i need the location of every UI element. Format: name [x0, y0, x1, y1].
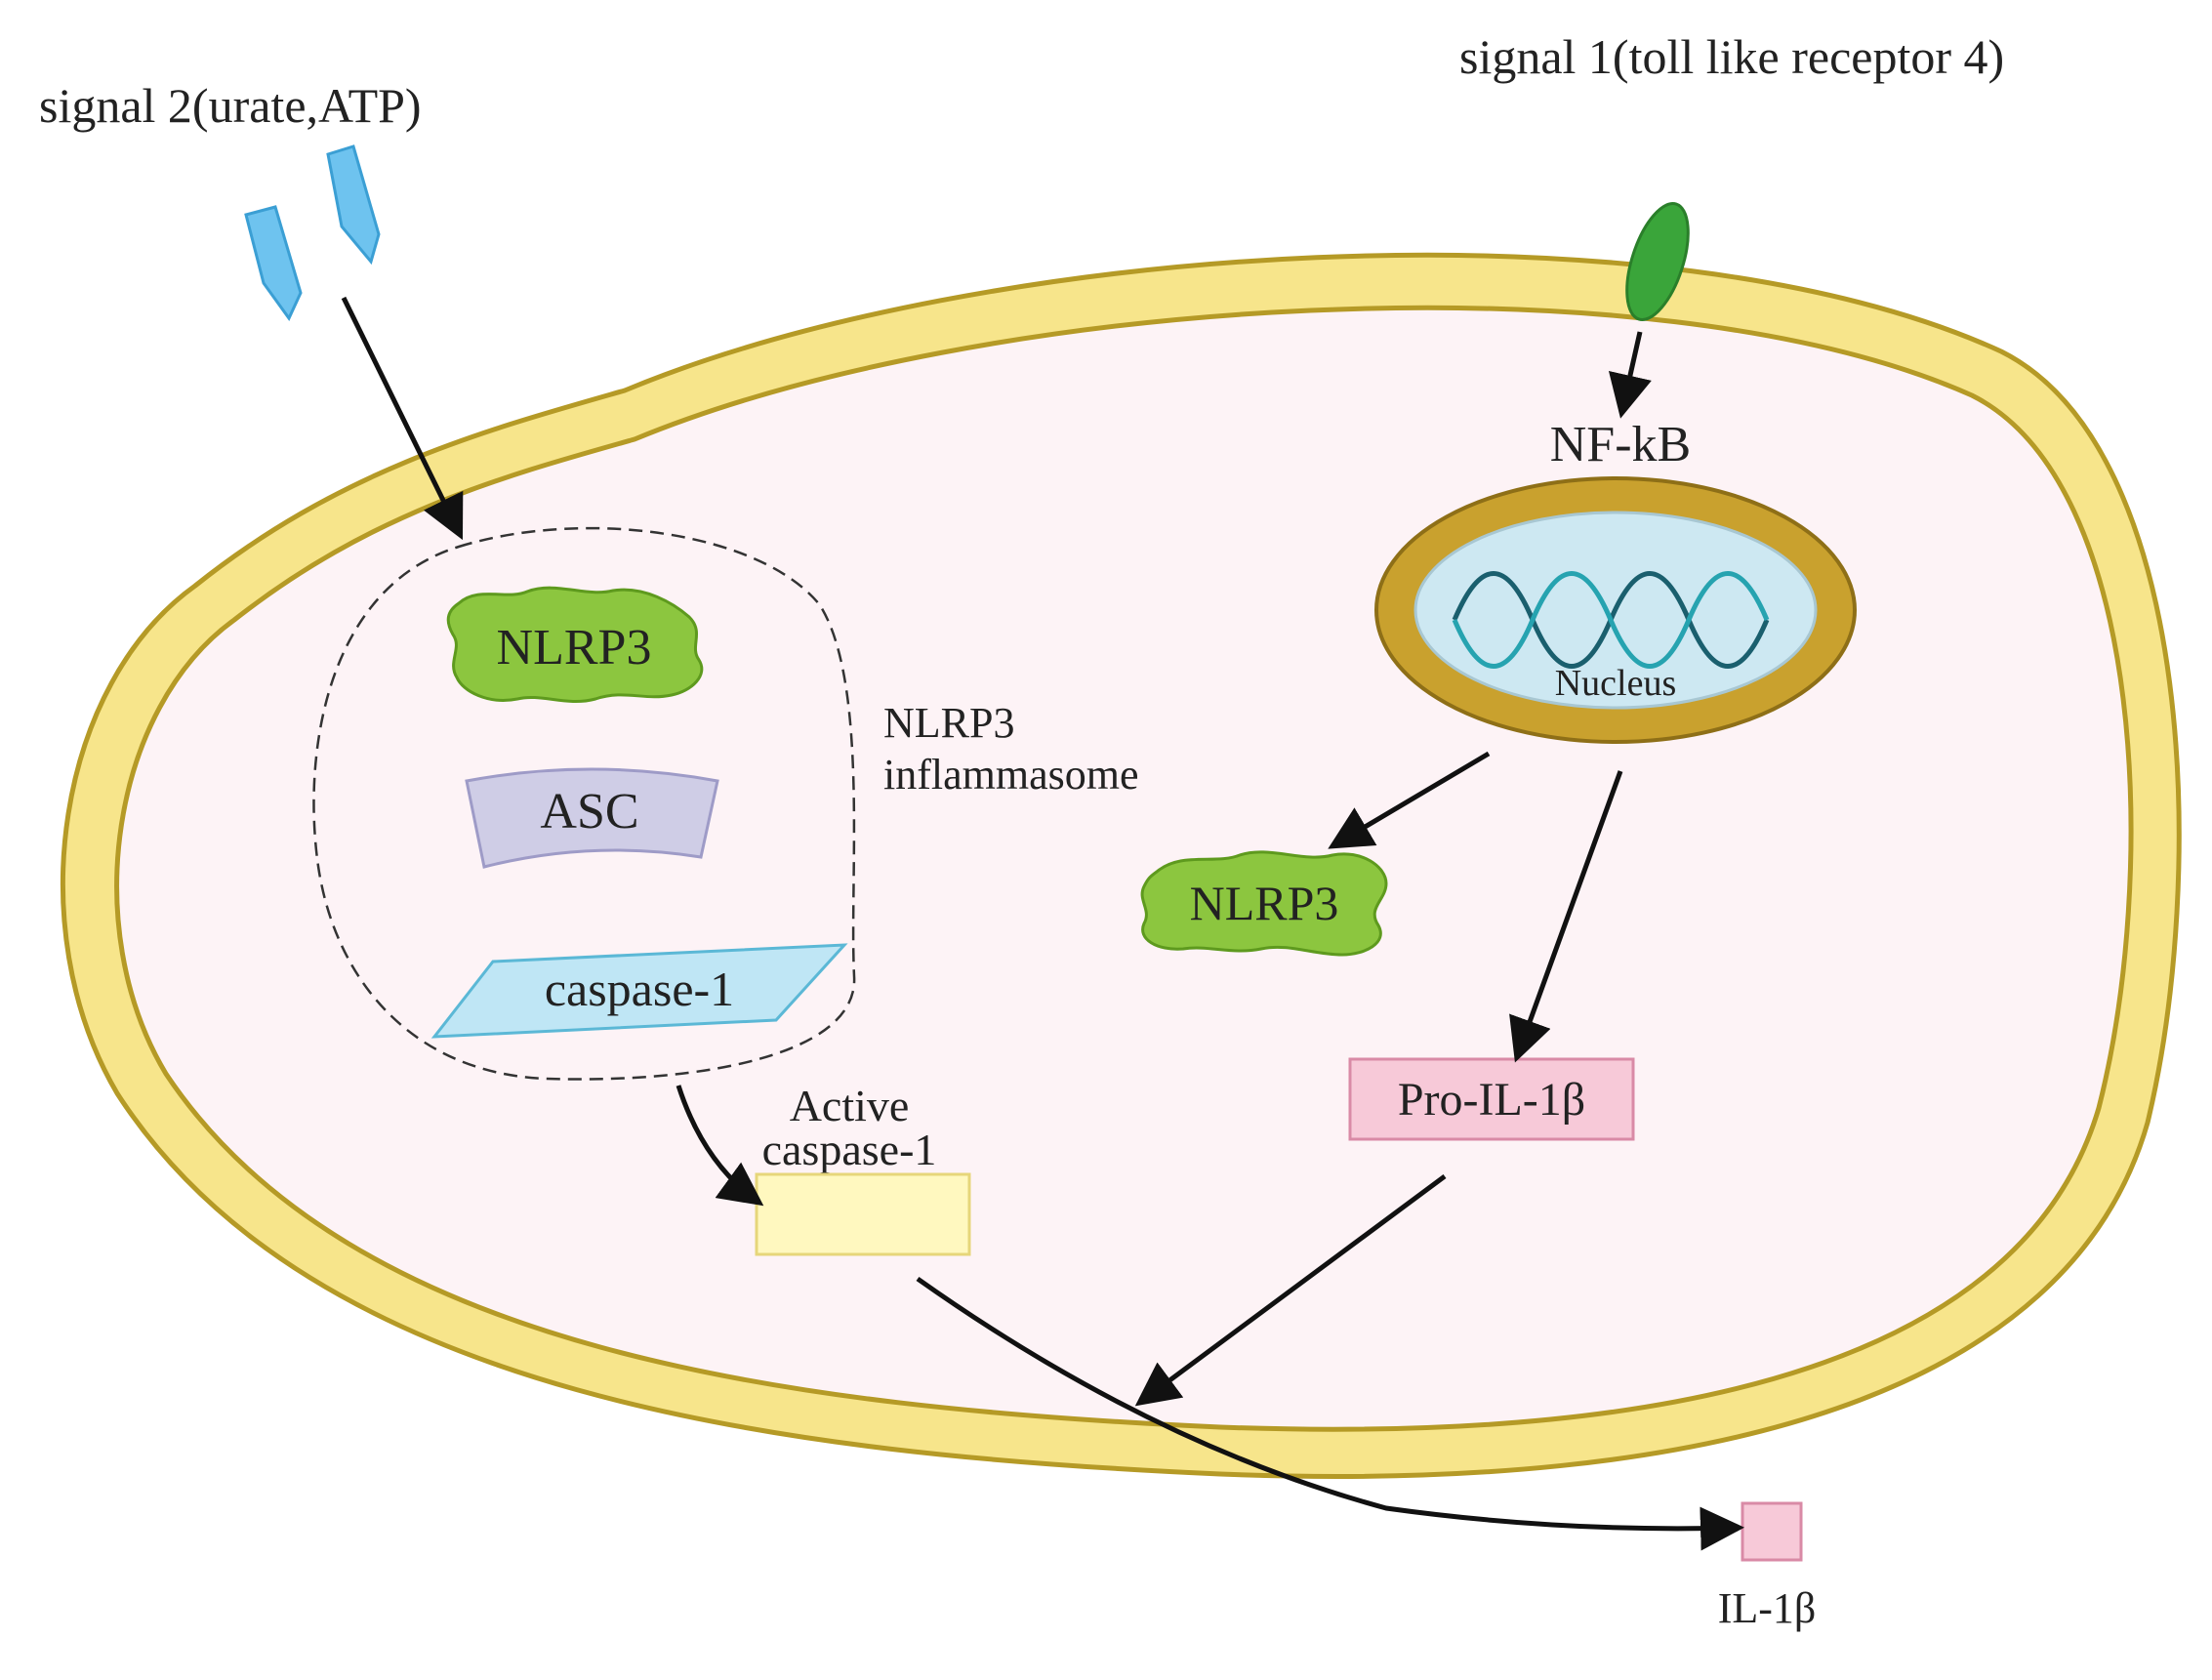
arrows [341, 296, 1744, 1551]
ligand-shape-2 [326, 144, 381, 266]
nlrp3-complex-label: NLRP3 [497, 620, 652, 676]
nlrp3-free-label: NLRP3 [1190, 876, 1339, 930]
dna-strand-2 [1452, 571, 1770, 669]
arrow-tlr4-to-nfkb [1608, 331, 1652, 419]
active-caspase-box [755, 1172, 971, 1256]
il1b-label: IL-1β [1718, 1584, 1817, 1632]
arrow-nucleus-to-pro-il1b [1509, 770, 1623, 1063]
nucleus: Nucleus [1374, 476, 1857, 744]
ligand-icon [244, 144, 381, 321]
cell-membrane [61, 252, 2182, 1479]
inflammasome-label-line2: inflammasome [883, 751, 1139, 799]
asc-label: ASC [540, 784, 638, 840]
pro-il1b-box [1348, 1057, 1635, 1141]
signal2-label: signal 2(urate,ATP) [39, 78, 422, 133]
nlrp3-free-shape [1140, 850, 1388, 957]
dna-helix-icon [1452, 571, 1770, 669]
ligand-shape-1 [244, 205, 303, 321]
active-caspase-label-line2: caspase-1 [762, 1125, 937, 1174]
arrow-pro-il1b-to-cleavage [1134, 1173, 1447, 1407]
caspase1-shape [430, 943, 848, 1039]
inflammasome-boundary [312, 526, 856, 1081]
caspase1-label: caspase-1 [545, 962, 734, 1016]
arrow-active-caspase-to-il1b [916, 1276, 1744, 1551]
asc-shape [465, 767, 719, 869]
il1b-box [1741, 1501, 1803, 1562]
arrow-nucleus-to-nlrp3 [1328, 751, 1491, 849]
nfkb-label: NF-kB [1550, 417, 1691, 472]
arrow-inflammasome-to-active-caspase [676, 1085, 764, 1207]
signal1-label: signal 1(toll like receptor 4) [1459, 29, 2004, 84]
nlrp3-complex-shape [446, 586, 704, 703]
inflammasome-label-line1: NLRP3 [883, 699, 1014, 747]
tlr4-receptor-icon [1625, 201, 1690, 322]
active-caspase-label-line1: Active [790, 1081, 910, 1130]
nucleus-label: Nucleus [1555, 663, 1677, 704]
arrow-signal2-to-inflammasome [341, 296, 464, 541]
pro-il1b-label: Pro-IL-1β [1398, 1074, 1585, 1126]
